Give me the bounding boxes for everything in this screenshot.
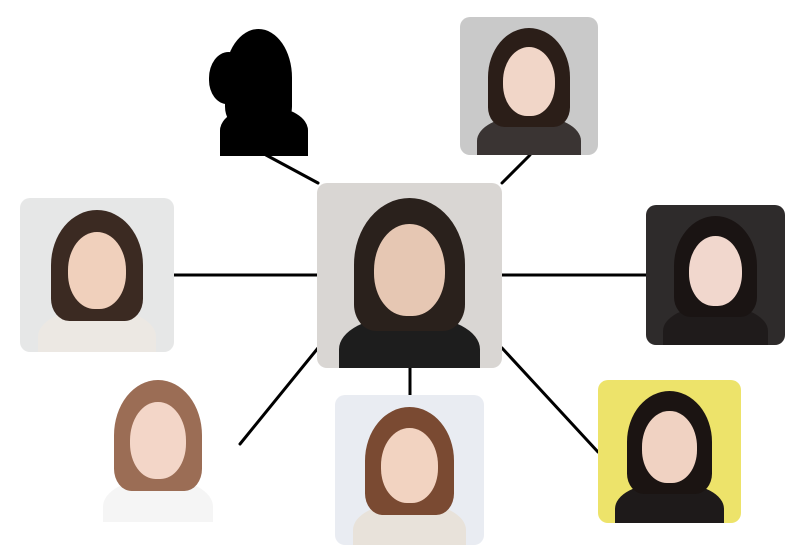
portrait-photo-icon (317, 183, 502, 368)
face (689, 235, 742, 306)
face (374, 223, 445, 317)
connector-bottom-left (238, 346, 320, 446)
connector-top-left (264, 153, 320, 185)
portrait-photo-icon (85, 368, 231, 522)
silhouette-icon (200, 26, 312, 156)
portrait-photo-icon (20, 198, 174, 352)
portrait-photo-icon (460, 17, 598, 155)
node-bottom-center[interactable] (335, 395, 484, 545)
node-top-left[interactable] (200, 26, 312, 156)
face (502, 47, 556, 117)
node-right[interactable] (646, 205, 785, 345)
portrait-photo-icon (646, 205, 785, 345)
face (67, 231, 127, 309)
silhouette-body (220, 106, 308, 156)
connector-bottom-right (500, 346, 600, 454)
silhouette-face (208, 52, 249, 104)
center-node[interactable] (317, 183, 502, 368)
face (381, 428, 438, 503)
node-top-right[interactable] (460, 17, 598, 155)
node-bottom-right[interactable] (598, 380, 741, 523)
connector-top-right (500, 153, 532, 185)
portrait-photo-icon (598, 380, 741, 523)
node-left[interactable] (20, 198, 174, 352)
node-bottom-left[interactable] (85, 368, 231, 522)
face (130, 401, 186, 479)
portrait-photo-icon (335, 395, 484, 545)
face (642, 411, 697, 483)
